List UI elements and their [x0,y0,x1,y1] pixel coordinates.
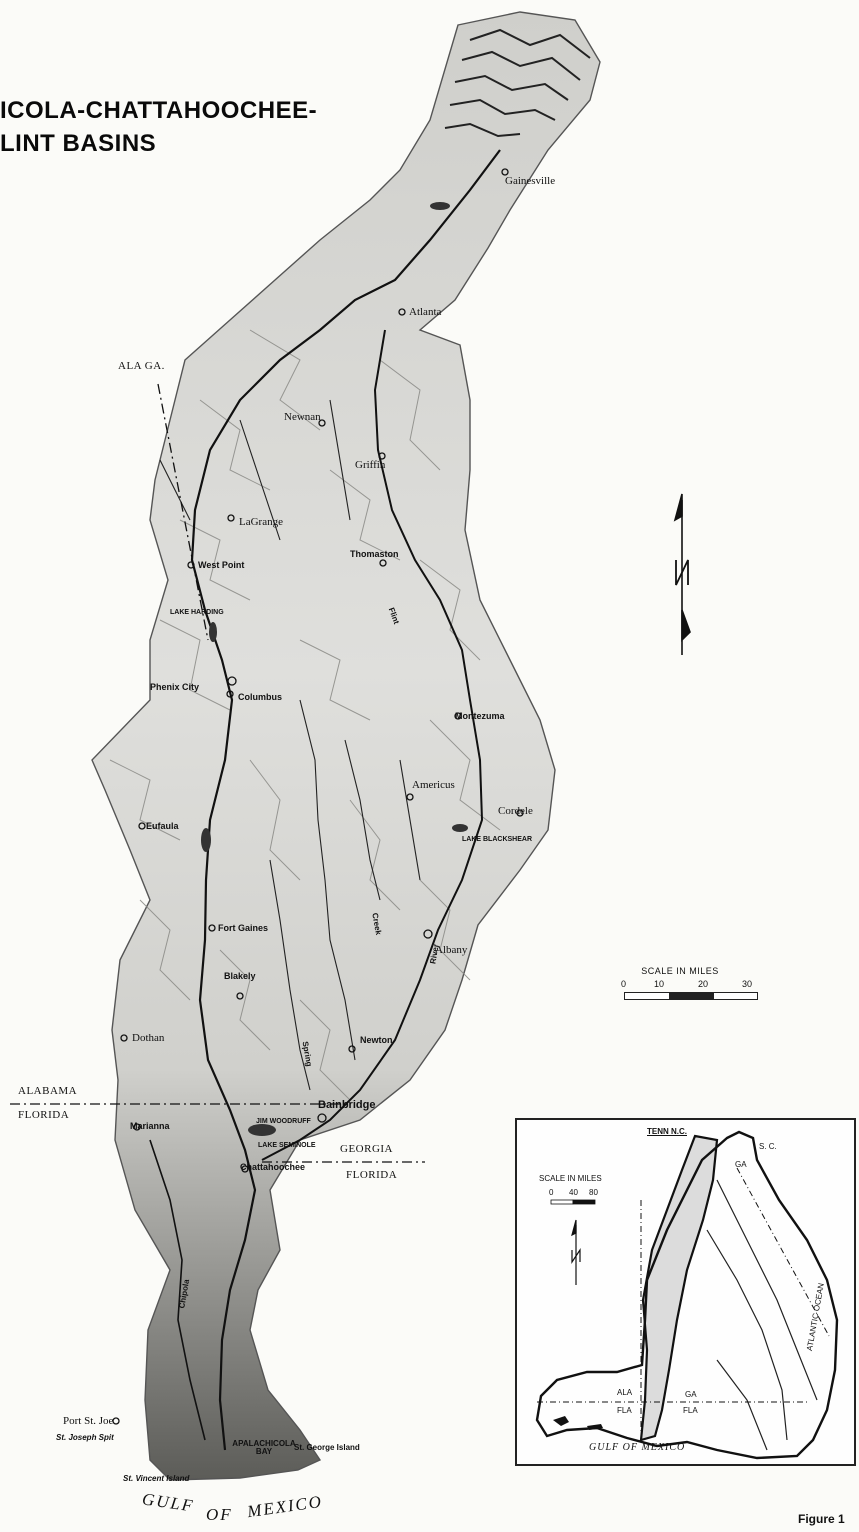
city-label-gainesville: Gainesville [505,175,556,187]
city-label-atlanta: Atlanta [409,306,442,318]
feature-label-st-vincent-island: St. Vincent Island [123,1474,190,1483]
map-title-line-2: LINT BASINS [0,130,157,157]
inset-scale-title: SCALE IN MILES [539,1174,602,1183]
ala-ga-line [157,383,209,641]
lake-label-blackshear: LAKE BLACKSHEAR [462,836,532,843]
city-label-cordele: Cordele [498,805,533,817]
scale-bar: SCALE IN MILES 0 10 20 30 [612,966,762,1016]
city-label-port-st-joe: Port St. Joe [63,1415,114,1427]
reservoirs [201,202,468,1136]
city-label-marianna: Marianna [130,1121,170,1131]
city-label-albany: Albany [435,944,468,956]
scale-segment-1 [624,992,670,1000]
inset-basin [639,1134,719,1442]
north-arrow [673,493,691,655]
inset-label-ga-top: GA [735,1160,747,1169]
state-label-georgia: GEORGIA [340,1143,393,1155]
lake-label-harding: LAKE HARDING [170,609,224,616]
figure-caption: Figure 1 [798,1512,845,1526]
inset-map-drawing [535,1130,839,1460]
feature-label-st-joseph-spit: St. Joseph Spit [56,1433,114,1442]
inset-label-fla: FLA [683,1406,698,1415]
city-label-phenix-city: Phenix City [150,682,200,692]
city-label-bainbridge: Bainbridge [318,1099,376,1111]
city-label-eufaula: Eufaula [146,821,179,831]
city-label-thomaston: Thomaston [350,549,399,559]
city-label-blakely: Blakely [224,971,256,981]
tributaries [159,399,421,1091]
city-label-newton: Newton [360,1035,393,1045]
inset-region-outline [535,1130,839,1460]
mountain-relief [444,28,591,138]
flint-river [261,329,484,1161]
feature-label-st-george-island: St. George Island [294,1443,360,1452]
inset-label-fla-left: FLA [617,1406,632,1415]
scale-segment-2 [669,992,714,1000]
inset-state-lines [537,1167,830,1440]
lake-label-seminole: LAKE SEMINOLE [258,1142,316,1149]
inset-scale-tick-40: 40 [569,1188,578,1197]
scale-tick-0: 0 [621,979,627,989]
inset-island-west [553,1416,569,1426]
inset-scale-tick-80: 80 [589,1188,598,1197]
city-label-west-point: West Point [198,560,245,570]
lake-label-jim-woodruff: JIM WOODRUFF [256,1118,311,1125]
scale-tick-30: 30 [742,979,753,989]
state-label-florida-right: FLORIDA [346,1169,398,1181]
inset-scale-tick-0: 0 [549,1188,554,1197]
city-label-montezuma: Montezuma [455,711,505,721]
state-line-label-ala-ga: ALA GA. [118,360,165,372]
inset-rivers [706,1179,818,1451]
inset-label-ala: ALA [617,1388,633,1397]
feature-label-apalachicola-bay: APALACHICOLA BAY [232,1439,296,1456]
state-label-alabama: ALABAMA [18,1085,78,1097]
relief-texture [109,329,501,1101]
inset-locator-map: TENN N.C. S. C. GA ALA FLA GA FLA ATLANT… [515,1118,856,1466]
city-label-columbus: Columbus [238,692,282,702]
map-title-line-1: ICOLA-CHATTAHOOCHEE- [0,97,318,124]
city-label-dothan: Dothan [132,1032,165,1044]
inset-label-gulf: GULF OF MEXICO [589,1442,686,1453]
state-boundaries [10,383,425,1163]
scale-tick-10: 10 [654,979,665,989]
chipola-river [149,1139,206,1441]
inset-island-east [587,1424,603,1430]
scale-title: SCALE IN MILES [641,966,719,976]
gulf-label-word-2: OF [206,1505,233,1524]
city-label-lagrange: LaGrange [239,516,283,528]
city-label-griffin: Griffin [355,459,386,471]
city-label-americus: Americus [412,779,455,791]
city-label-chattahoochee: Chattahoochee [240,1162,306,1172]
state-label-florida-left: FLORIDA [18,1109,70,1121]
scale-tick-20: 20 [698,979,709,989]
inset-label-sc: S. C. [759,1142,777,1151]
chattahoochee-river [190,149,501,1451]
city-label-fort-gaines: Fort Gaines [218,923,269,933]
inset-scale-bar [550,1199,596,1205]
city-label-newnan: Newnan [284,411,321,423]
inset-north-arrow [571,1219,581,1285]
city-markers [112,168,524,1425]
inset-label-ga: GA [685,1390,697,1399]
inset-label-tenn-nc: TENN N.C. [647,1127,687,1136]
scale-segment-3 [713,992,758,1000]
